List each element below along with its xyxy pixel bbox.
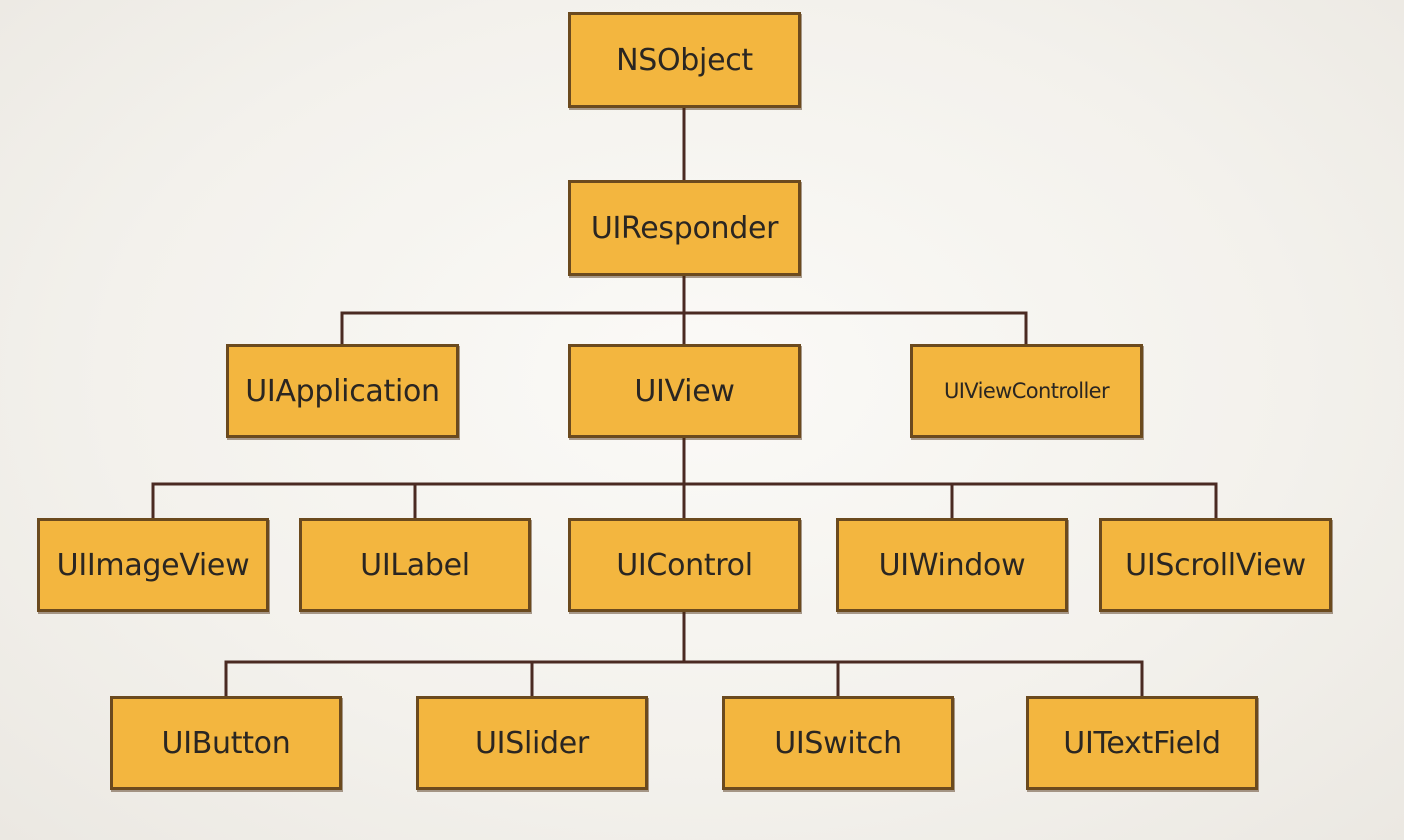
class-node-uislider: UISlider [416, 696, 648, 790]
class-node-uiimageview: UIImageView [37, 518, 269, 612]
class-node-uiviewcontroller: UIViewController [910, 344, 1143, 438]
class-node-uiresponder: UIResponder [568, 180, 801, 276]
class-node-uitextfield: UITextField [1026, 696, 1258, 790]
class-node-uibutton: UIButton [110, 696, 342, 790]
class-node-uiapplication: UIApplication [226, 344, 459, 438]
class-node-uiswitch: UISwitch [722, 696, 954, 790]
class-node-uiview: UIView [568, 344, 801, 438]
class-node-nsobject: NSObject [568, 12, 801, 108]
class-node-uiscrollview: UIScrollView [1099, 518, 1332, 612]
class-node-uilabel: UILabel [299, 518, 531, 612]
class-node-uiwindow: UIWindow [836, 518, 1068, 612]
class-node-uicontrol: UIControl [568, 518, 801, 612]
